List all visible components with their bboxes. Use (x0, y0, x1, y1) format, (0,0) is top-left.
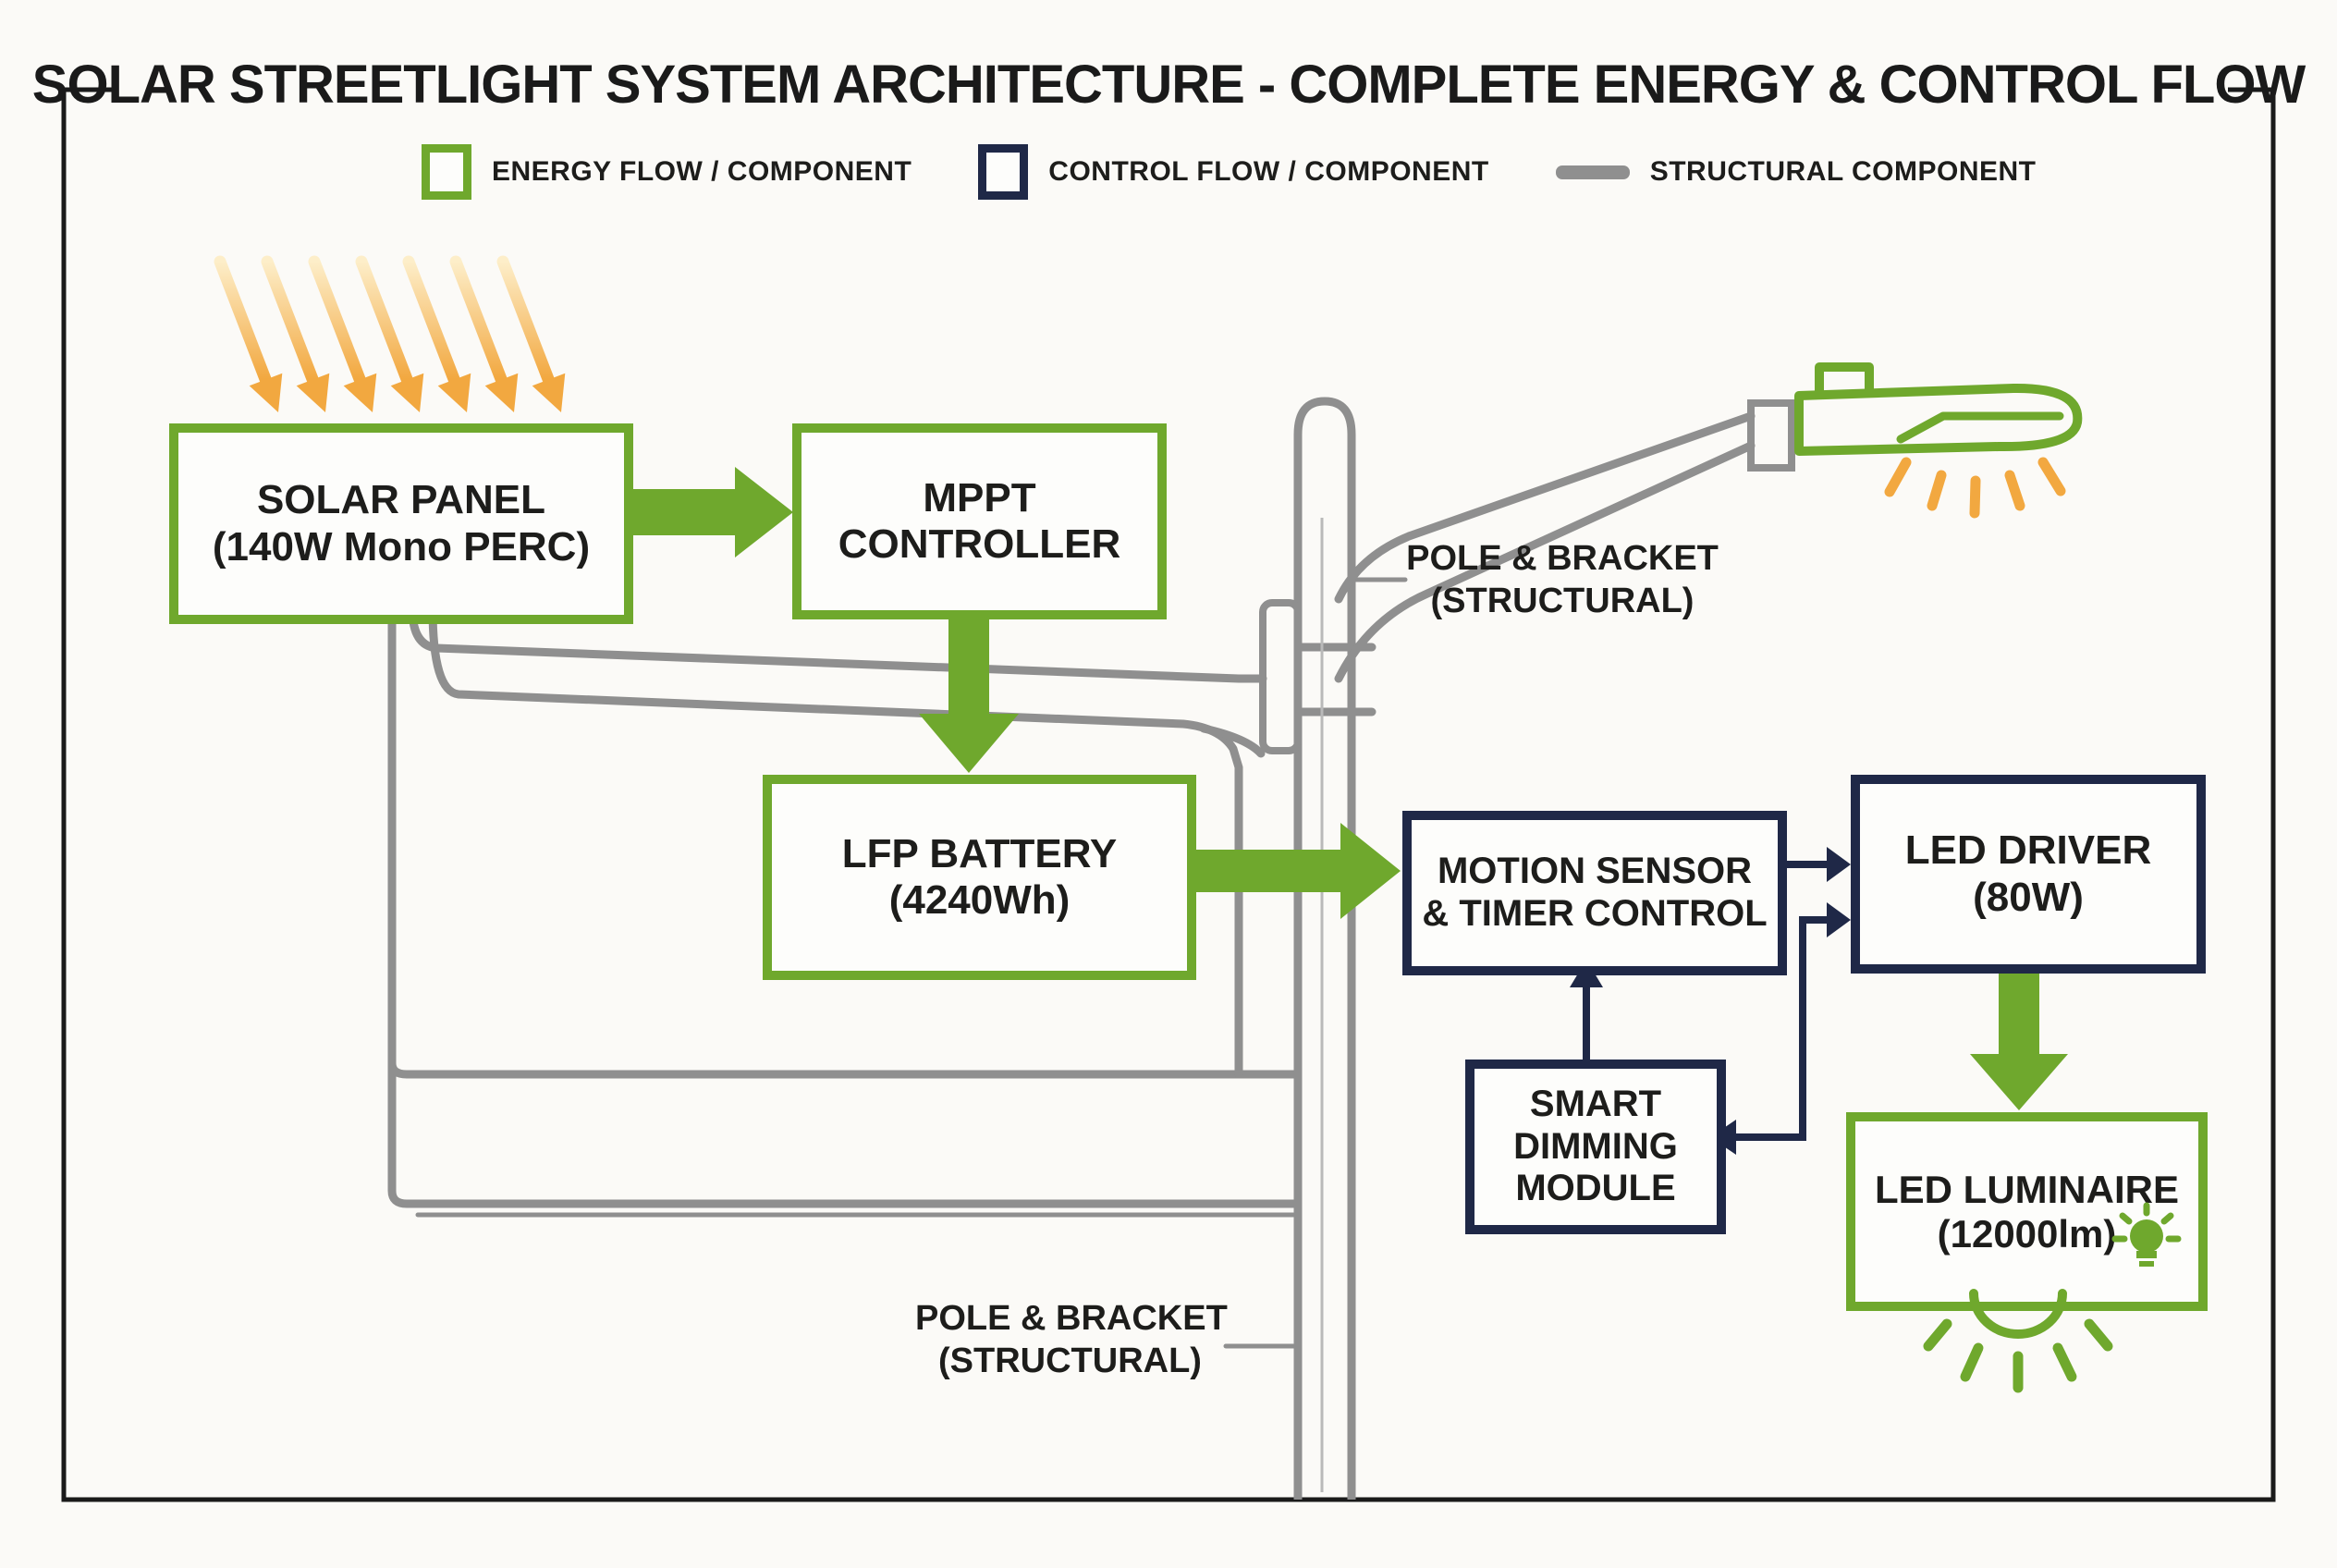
node-sublabel: (140W Mono PERC) (212, 523, 591, 570)
structural-swatch-icon (1555, 165, 1630, 179)
arrow-mppt-to-battery (919, 601, 1019, 773)
node-smart-dimming: SMART DIMMING MODULE (1465, 1060, 1726, 1234)
node-label: LFP BATTERY (841, 830, 1118, 876)
legend-item-structural: STRUCTURAL COMPONENT (1555, 156, 2037, 188)
node-label: MPPT (923, 474, 1036, 521)
node-label: & TIMER CONTROL (1422, 893, 1768, 934)
arrow-driver-to-luminaire (1970, 957, 2068, 1110)
legend-label: ENERGY FLOW / COMPONENT (492, 156, 912, 187)
node-sublabel: (80W) (1973, 874, 2084, 920)
streetlight-head-icon (1794, 362, 2083, 456)
arrow-battery-to-sensor (1176, 823, 1401, 919)
arrow-panel-to-mppt (613, 467, 793, 557)
legend-item-control: CONTROL FLOW / COMPONENT (978, 144, 1488, 200)
label-line: POLE & BRACKET (1406, 539, 1719, 578)
pole (1259, 397, 1356, 1500)
node-label: MOTION SENSOR (1437, 851, 1753, 892)
node-label: MODULE (1515, 1168, 1676, 1209)
connector-driver-dimming-loop (1736, 916, 1827, 1141)
bracket-collar (1747, 399, 1795, 472)
node-label: DIMMING (1513, 1125, 1678, 1167)
pole-bracket-label-top: POLE & BRACKET (STRUCTURAL) (1405, 538, 1719, 622)
control-swatch-icon (978, 144, 1029, 200)
diagram-frame (61, 87, 2276, 1502)
sun-rays-icon (220, 262, 565, 412)
label-line: (STRUCTURAL) (1430, 581, 1695, 620)
pole-bracket-label-bottom: POLE & BRACKET (STRUCTURAL) (915, 1298, 1228, 1382)
legend-label: STRUCTURAL COMPONENT (1649, 156, 2037, 187)
node-sublabel: (4240Wh) (888, 877, 1071, 923)
legend: ENERGY FLOW / COMPONENT CONTROL FLOW / C… (422, 144, 2079, 200)
arrowhead-into-driver-2 (1827, 902, 1851, 937)
node-label: LED DRIVER (1904, 827, 2152, 874)
node-label: CONTROLLER (838, 521, 1121, 567)
bracket-arm (1334, 399, 1795, 683)
node-led-luminaire: LED LUMINAIRE (12000lm) (1846, 1112, 2208, 1311)
node-label: LED LUMINAIRE (1875, 1167, 2179, 1211)
node-label: SOLAR PANEL (256, 477, 546, 523)
node-sublabel: (12000lm) (1937, 1211, 2117, 1256)
diagram-title: SOLAR STREETLIGHT SYSTEM ARCHITECTURE - … (31, 55, 2306, 115)
energy-flow-arrows (613, 467, 2068, 1110)
node-label: SMART (1529, 1084, 1662, 1125)
arrowhead-into-driver-1 (1827, 847, 1851, 882)
legend-label: CONTROL FLOW / COMPONENT (1048, 156, 1489, 187)
node-mppt-controller: MPPT CONTROLLER (792, 423, 1167, 619)
pole-mount-plate (1259, 599, 1302, 754)
label-line: POLE & BRACKET (915, 1299, 1228, 1338)
node-lfp-battery: LFP BATTERY (4240Wh) (763, 775, 1196, 980)
legend-item-energy: ENERGY FLOW / COMPONENT (422, 144, 912, 200)
node-led-driver: LED DRIVER (80W) (1851, 775, 2206, 974)
light-rays-icon (1884, 457, 2066, 519)
energy-swatch-icon (422, 144, 471, 200)
label-line: (STRUCTURAL) (938, 1341, 1202, 1380)
node-solar-panel: SOLAR PANEL (140W Mono PERC) (169, 423, 633, 624)
node-motion-sensor: MOTION SENSOR & TIMER CONTROL (1402, 811, 1787, 975)
